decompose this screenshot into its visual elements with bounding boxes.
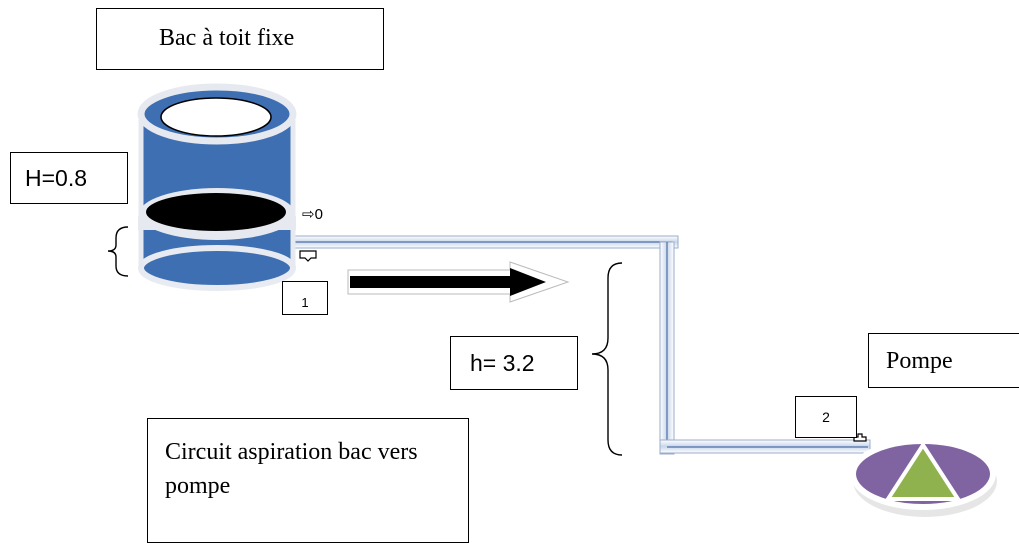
caption-text: Circuit aspiration bac vers pompe xyxy=(165,439,418,499)
caption-box: Circuit aspiration bac vers pompe xyxy=(147,418,469,543)
pump-label: Pompe xyxy=(886,348,953,374)
point-2-box: 2 xyxy=(795,396,857,438)
pump-symbol xyxy=(850,438,997,517)
tank-height-box: H=0.8 xyxy=(10,152,128,204)
flow-arrow xyxy=(347,261,570,303)
elevation-label: h= 3.2 xyxy=(470,350,535,376)
tank-height-brace xyxy=(107,226,129,277)
pump-box: Pompe xyxy=(868,333,1019,388)
point-1-label: 1 xyxy=(301,295,309,310)
tank-title-box: Bac à toit fixe xyxy=(96,8,384,70)
fixed-roof-tank xyxy=(137,83,297,291)
point-1-box: 1 xyxy=(282,281,328,315)
suction-pipe xyxy=(287,235,871,455)
elevation-brace xyxy=(591,262,623,456)
point-1-marker xyxy=(299,250,317,262)
point-0-label: ⇨0 xyxy=(302,206,323,223)
tank-height-label: H=0.8 xyxy=(25,165,88,191)
point-2-label: 2 xyxy=(822,409,830,425)
tank-title: Bac à toit fixe xyxy=(159,25,295,51)
elevation-box: h= 3.2 xyxy=(450,336,578,390)
